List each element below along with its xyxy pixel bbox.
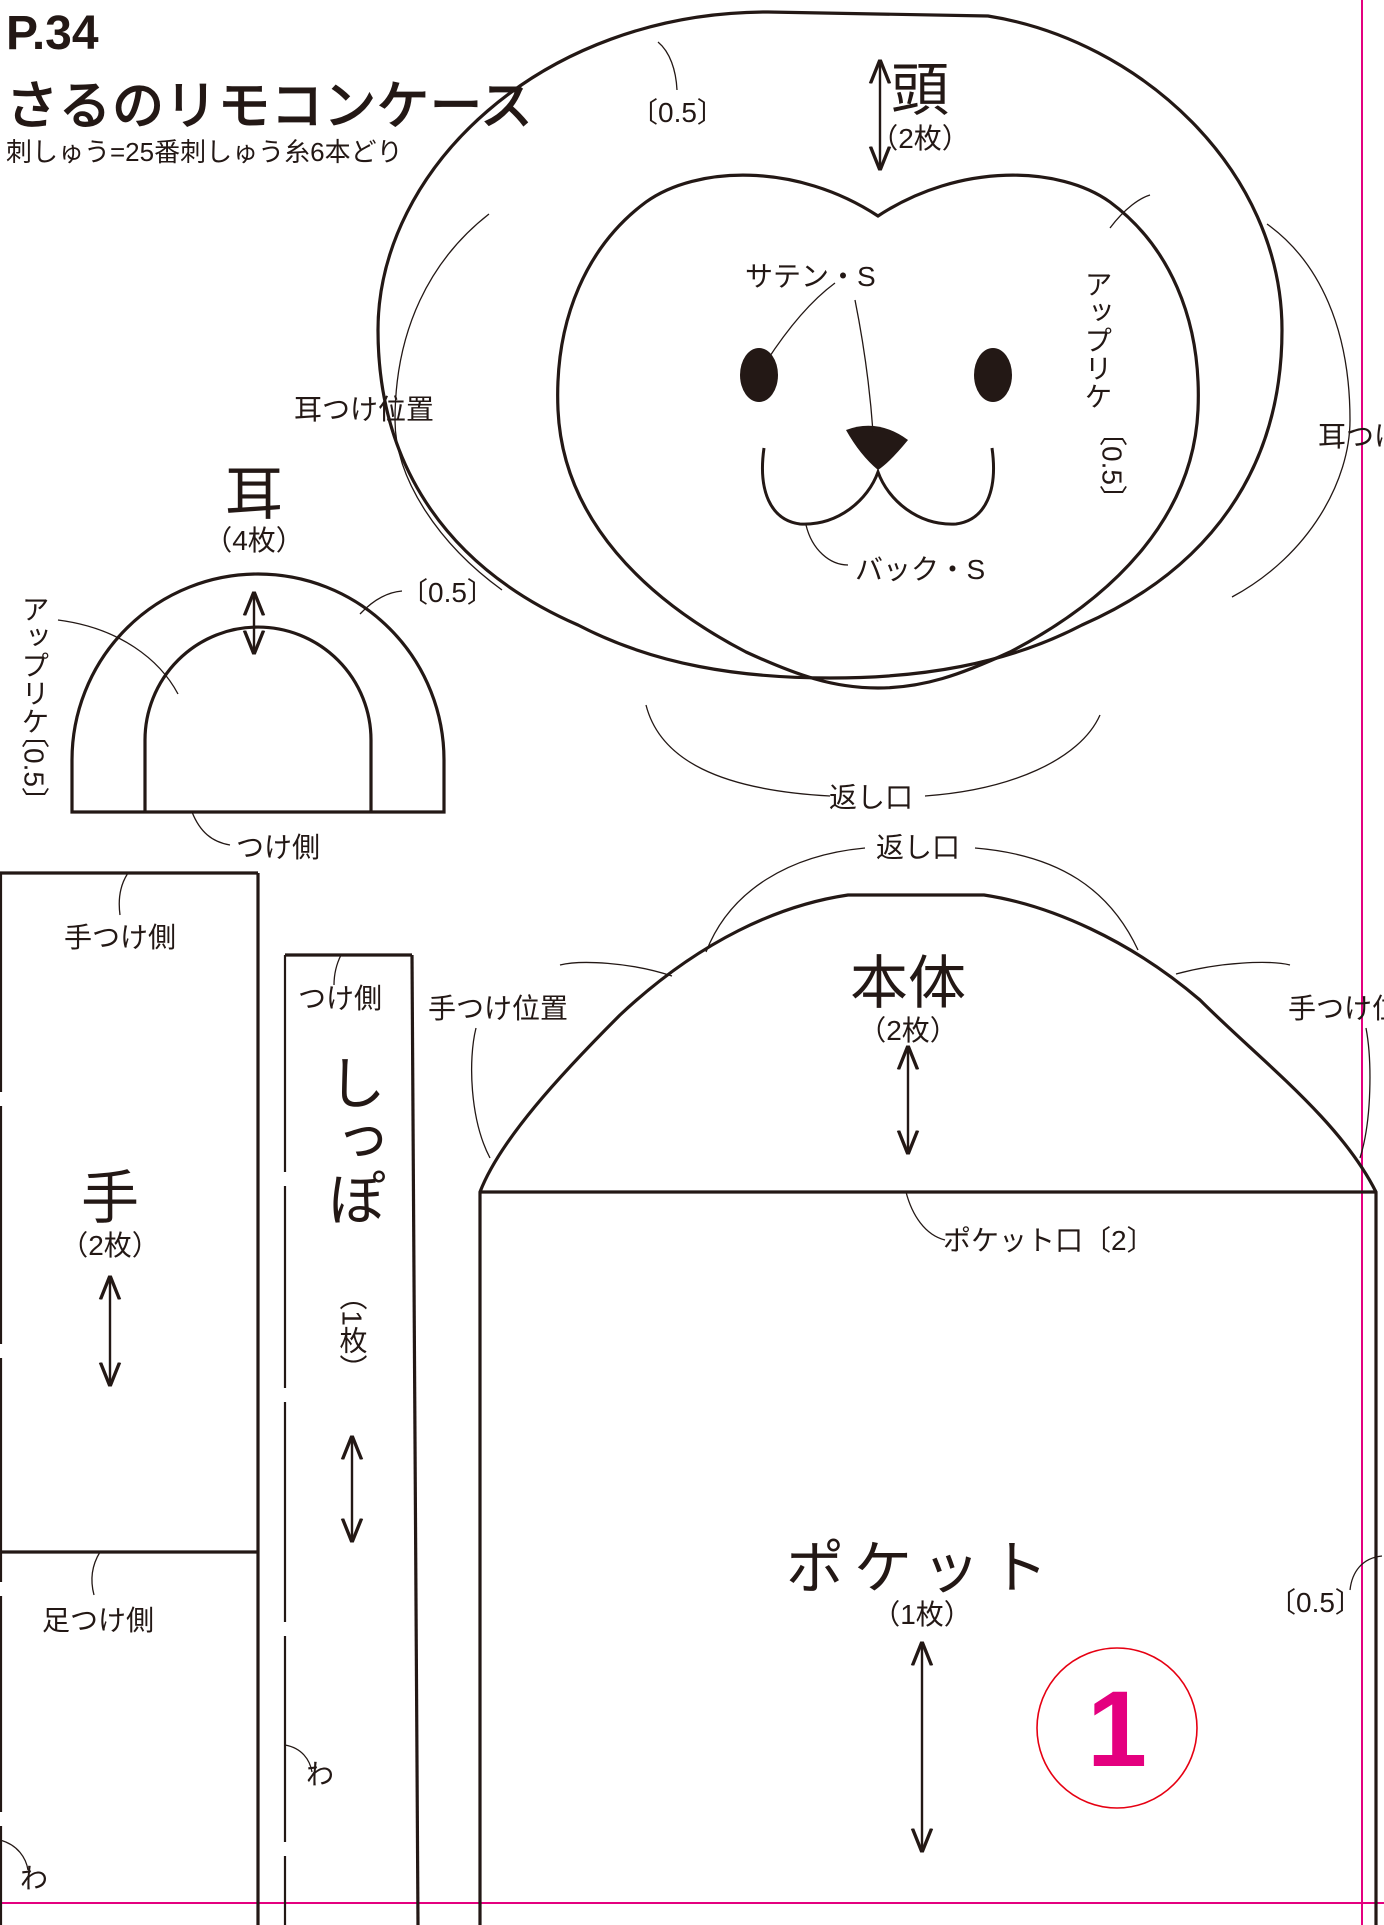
tail-fold-label: わ [306,1759,334,1790]
arm-position-label-left: 手つけ位置 [428,993,568,1024]
head-opening-label: 返し口 [829,782,913,813]
ear-count: （4枚） [204,525,304,556]
head-seam-label: 〔0.5〕 [630,97,725,128]
body-count: （2枚） [858,1015,958,1046]
arm-count: （2枚） [60,1230,160,1261]
body-outline [478,893,1378,1925]
tail-attach-label: つけ側 [298,983,382,1014]
tail-piece: しっぽ （1枚） つけ側 わ [283,953,420,1925]
right-eye [974,348,1012,402]
sheet-number: 1 [1087,1668,1147,1789]
ear-attach-label: つけ側 [236,832,320,863]
head-piece: 頭 （2枚） 〔0.5〕 サテン・S バック・S 耳つけ位置 耳つけ位置 アップ… [294,10,1384,813]
page-number: P.34 [6,7,99,60]
tail-count: （1枚） [337,1282,368,1382]
arm-attach-label: 手つけ側 [64,922,176,953]
arm-fold-label: わ [20,1863,48,1894]
pocket-seam-label: 〔0.5〕 [1268,1587,1363,1618]
head-name: 頭 [891,56,949,124]
embroidery-note: 刺しゅう=25番刺しゅう糸6本どり [6,137,403,167]
ear-applique-label: アップリケ [19,595,50,735]
leg-attach-label: 足つけ側 [42,1605,154,1636]
pocket-name: ポケット [786,1534,1058,1602]
left-eye [740,348,778,402]
satin-stitch-label: サテン・S [745,261,876,292]
head-count: （2枚） [870,123,970,154]
pocket-count: （1枚） [872,1599,972,1630]
pattern-title: さるのリモコンケース [6,78,534,136]
back-stitch-label: バック・S [855,554,985,585]
body-leader-lines [470,847,1383,1591]
nose [846,425,908,470]
arm-position-label-right: 手つけ位置 [1288,993,1384,1024]
ear-applique-outline [143,625,373,812]
ear-name: 耳 [225,460,283,528]
arm-leader-lines [0,872,129,1871]
tail-leader-lines [284,954,342,1773]
body-name: 本体 [850,949,966,1017]
body-piece: 本体 （2枚） 返し口 手つけ位置 手つけ位置 ポケット口〔2〕 ポケット （1… [428,832,1384,1925]
tail-name: しっぽ [318,1053,386,1227]
ear-position-label-left: 耳つけ位置 [294,394,434,425]
ear-position-label-right: 耳つけ位置 [1318,421,1384,452]
ear-leader-lines [57,590,403,846]
pocket-opening-label: ポケット口〔2〕 [943,1225,1155,1256]
mouth-embroidery [761,447,995,526]
ear-seam-label: 〔0.5〕 [400,577,495,608]
face-applique-outline [556,173,1200,690]
head-applique-seam: 〔0.5〕 [1097,418,1128,513]
head-applique-label: アップリケ [1082,270,1113,410]
head-leader-lines [394,41,1351,797]
arm-piece: 手 （2枚） 手つけ側 足つけ側 わ [0,871,260,1925]
body-opening-label: 返し口 [876,832,960,863]
ear-outline [70,572,446,814]
sheet-number-circle [1036,1647,1198,1809]
ear-applique-seam: 〔0.5〕 [19,720,50,815]
arm-name: 手 [81,1164,139,1232]
sheet-number-badge: 1 [1036,1647,1198,1809]
ear-piece: 耳 （4枚） 〔0.5〕 アップリケ 〔0.5〕 つけ側 [19,460,495,863]
head-outline [376,10,1284,680]
